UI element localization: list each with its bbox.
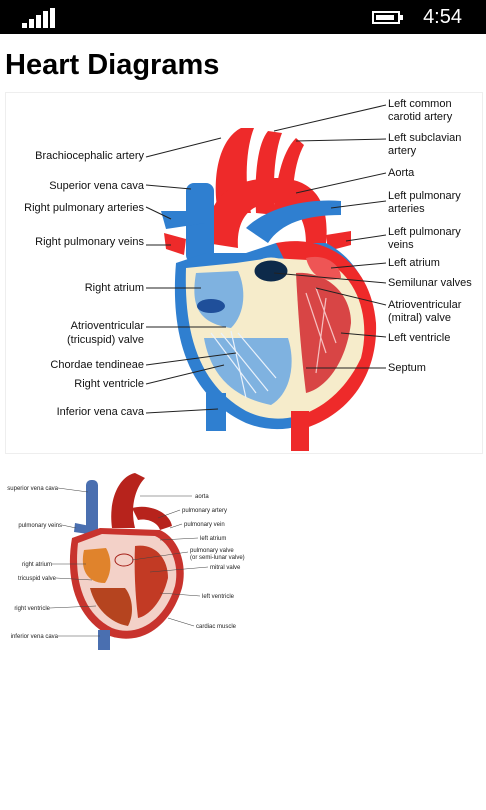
inferior-vena-cava bbox=[206, 393, 226, 431]
heart-diagram-image-2[interactable]: superior vena cava pulmonary veins right… bbox=[0, 468, 262, 656]
label-av-valve-line1: Atrioventricular bbox=[71, 320, 145, 332]
label-left-atrium: Left atrium bbox=[388, 257, 440, 269]
label2-left-ventricle: left ventricle bbox=[202, 594, 235, 600]
pulmonary-valve-2 bbox=[114, 553, 134, 567]
signal-strength-icon bbox=[22, 8, 56, 28]
label2-mitral-valve: mitral valve bbox=[210, 565, 241, 571]
coronary-sinus bbox=[197, 299, 225, 313]
label-mitral-line1: Atrioventricular bbox=[388, 299, 462, 311]
label-left-pulmonary-veins-line2: veins bbox=[388, 239, 414, 251]
label-semilunar-valves: Semilunar valves bbox=[388, 277, 472, 289]
right-ventricle-2 bbox=[90, 588, 132, 626]
label2-right-ventricle: right ventricle bbox=[14, 606, 50, 612]
heart-diagram-image-1[interactable]: Brachiocephalic artery Superior vena cav… bbox=[5, 92, 483, 454]
label-mitral-line2: (mitral) valve bbox=[388, 312, 451, 324]
label-septum: Septum bbox=[388, 362, 426, 374]
label-left-pulmonary-arteries-line2: arteries bbox=[388, 203, 425, 215]
left-pulmonary-veins bbox=[326, 231, 351, 251]
label-left-subclavian-line1: Left subclavian bbox=[388, 132, 461, 144]
heart-diagram-1-svg: Brachiocephalic artery Superior vena cav… bbox=[24, 98, 472, 451]
battery-tip bbox=[400, 15, 403, 20]
leader-lines bbox=[145, 104, 387, 414]
right-pulmonary-veins bbox=[164, 233, 186, 255]
label-aorta: Aorta bbox=[388, 167, 415, 179]
label-right-atrium: Right atrium bbox=[85, 282, 144, 294]
left-pulmonary-arteries bbox=[246, 200, 341, 243]
left-ventricle-2 bbox=[134, 545, 168, 618]
label-brachiocephalic-artery: Brachiocephalic artery bbox=[35, 150, 144, 162]
label-left-common-line1: Left common bbox=[388, 98, 452, 110]
aorta-vessel bbox=[111, 473, 145, 528]
label2-tricuspid-valve: tricuspid valve bbox=[18, 576, 57, 582]
diagram2-left-labels: superior vena cava pulmonary veins right… bbox=[7, 486, 62, 640]
label2-aorta: aorta bbox=[195, 494, 209, 500]
label2-superior-vena-cava: superior vena cava bbox=[7, 486, 58, 492]
label-left-common-line2: carotid artery bbox=[388, 111, 453, 123]
label-left-pulmonary-veins-line1: Left pulmonary bbox=[388, 226, 461, 238]
battery-icon bbox=[372, 11, 400, 24]
status-bar: 4:54 bbox=[0, 0, 486, 34]
label-left-pulmonary-arteries-line1: Left pulmonary bbox=[388, 190, 461, 202]
aortic-arch bbox=[206, 178, 327, 248]
pulmonary-artery-vessel bbox=[132, 506, 172, 530]
label2-semi-lunar: (or semi-lunar valve) bbox=[190, 555, 245, 561]
ivc-2 bbox=[98, 630, 110, 650]
label-right-pulmonary-veins: Right pulmonary veins bbox=[35, 236, 144, 248]
label-av-valve-line2: (tricuspid) valve bbox=[67, 334, 144, 346]
label2-inferior-vena-cava: inferior vena cava bbox=[11, 634, 59, 640]
label2-pulmonary-artery: pulmonary artery bbox=[182, 508, 227, 514]
descending-aorta bbox=[291, 411, 309, 451]
pulmonary-vein-left bbox=[74, 523, 90, 534]
label-left-subclavian-line2: artery bbox=[388, 145, 417, 157]
heart-diagram-2-svg: superior vena cava pulmonary veins right… bbox=[7, 473, 245, 650]
label-left-ventricle: Left ventricle bbox=[388, 332, 450, 344]
label-inferior-vena-cava: Inferior vena cava bbox=[57, 406, 145, 418]
label-right-ventricle: Right ventricle bbox=[74, 378, 144, 390]
label2-pulmonary-valve: pulmonary valve bbox=[190, 548, 234, 554]
semilunar-valve bbox=[251, 257, 291, 285]
left-chordae bbox=[305, 287, 337, 374]
diagram1-left-labels: Brachiocephalic artery Superior vena cav… bbox=[24, 150, 145, 418]
status-time: 4:54 bbox=[423, 6, 462, 28]
right-atrium-2 bbox=[82, 548, 111, 583]
label2-pulmonary-vein: pulmonary vein bbox=[184, 522, 225, 528]
page-title: Heart Diagrams bbox=[5, 49, 220, 81]
right-atrium bbox=[194, 271, 244, 328]
label2-right-atrium: right atrium bbox=[22, 562, 52, 568]
leader-lines-2 bbox=[49, 487, 209, 637]
right-pulmonary-arteries bbox=[161, 211, 206, 229]
diagram1-right-labels: Left common carotid artery Left subclavi… bbox=[388, 98, 472, 374]
label2-pulmonary-veins: pulmonary veins bbox=[18, 523, 62, 529]
left-atrium bbox=[306, 256, 341, 280]
label-superior-vena-cava: Superior vena cava bbox=[49, 180, 145, 192]
label2-cardiac-muscle: cardiac muscle bbox=[196, 624, 237, 630]
label-chordae-tendineae: Chordae tendineae bbox=[50, 359, 144, 371]
label-right-pulmonary-arteries: Right pulmonary arteries bbox=[24, 202, 144, 214]
diagram2-right-labels: aorta pulmonary artery pulmonary vein le… bbox=[182, 494, 245, 630]
chordae-tendineae bbox=[210, 330, 277, 399]
label2-left-atrium: left atrium bbox=[200, 536, 226, 542]
